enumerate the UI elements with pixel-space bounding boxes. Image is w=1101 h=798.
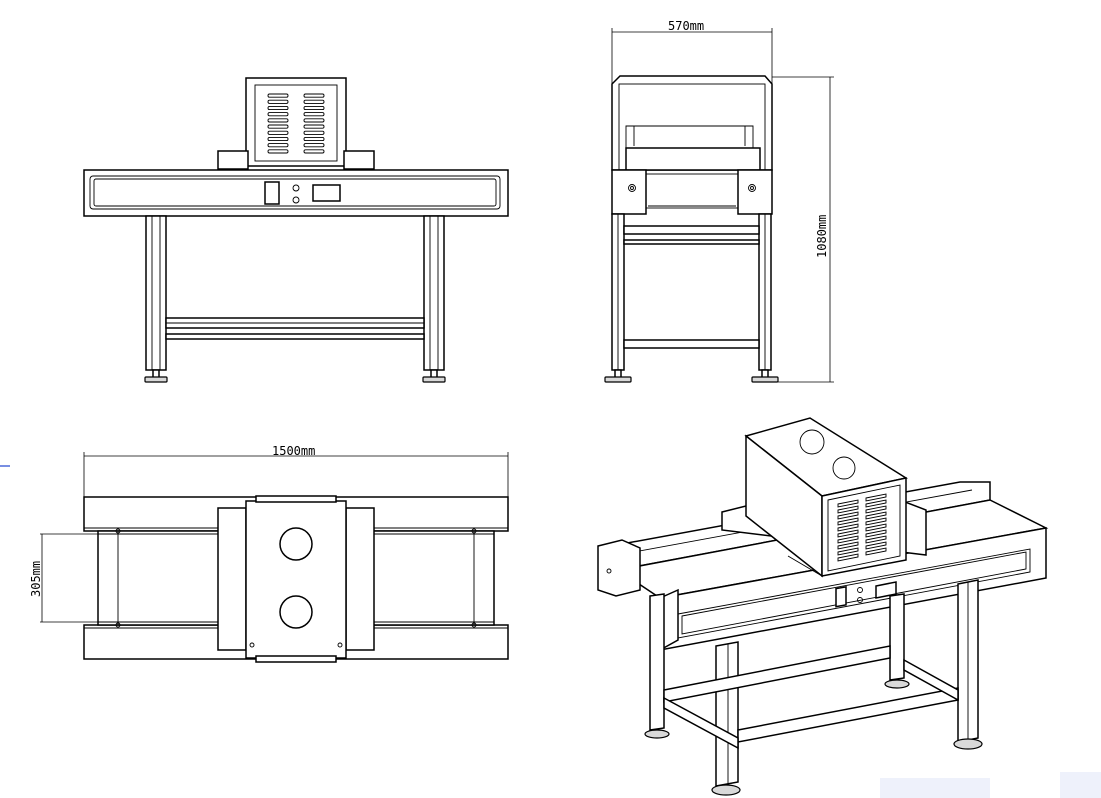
vent-slot <box>837 547 859 556</box>
vent-slot <box>837 535 859 544</box>
vent-slot <box>303 130 325 135</box>
vent-slot <box>865 541 887 550</box>
vent-slot <box>267 105 289 111</box>
vent-slot <box>837 523 859 532</box>
watermark <box>880 772 1101 798</box>
vent-slot <box>303 149 325 154</box>
vent-slot <box>267 130 289 135</box>
side-view: 570mm 1080mm <box>604 19 834 383</box>
vent-slot <box>303 118 325 123</box>
vent-slot <box>865 535 887 544</box>
vent-slot <box>837 511 859 520</box>
vent-slot <box>865 529 887 538</box>
control-panel-display <box>264 181 280 205</box>
vent-slot <box>303 136 325 142</box>
vent-slot <box>267 93 289 98</box>
vent-slot <box>267 112 289 117</box>
indicator-light <box>292 184 300 192</box>
vent-slot <box>267 136 289 142</box>
vent-slot <box>837 505 859 514</box>
vent-slot <box>303 99 325 104</box>
indicator-light <box>292 196 300 204</box>
vent-slot <box>837 553 859 562</box>
control-panel-meter <box>312 184 341 202</box>
isometric-view <box>597 417 1049 796</box>
vent-slot <box>837 529 859 538</box>
dimension-label-length: 1500mm <box>272 444 315 458</box>
vent-slot <box>865 511 887 520</box>
dimension-label-belt-width: 305mm <box>29 561 43 597</box>
vent-slot <box>837 541 859 550</box>
vent-slot <box>837 499 859 508</box>
vent-slot <box>303 124 325 129</box>
vent-slot <box>865 517 887 526</box>
dimension-height: 1080mm <box>772 76 834 383</box>
vent-slot <box>837 517 859 526</box>
dimension-label-height: 1080mm <box>815 215 829 258</box>
vent-slot <box>267 99 289 104</box>
dimension-label-width: 570mm <box>668 19 704 33</box>
vent-slots <box>837 493 887 562</box>
vent-slot <box>267 143 289 148</box>
dimension-length: 1500mm <box>83 444 509 500</box>
vent-slot <box>267 118 289 123</box>
vent-slot <box>865 547 887 556</box>
dimension-width: 570mm <box>611 19 773 84</box>
vent-slot <box>865 499 887 508</box>
vent-slot <box>865 505 887 514</box>
vent-slot <box>267 124 289 129</box>
vent-slot <box>303 93 325 98</box>
top-view: 1500mm 305mm <box>0 444 509 663</box>
dimension-belt-width: 305mm <box>29 533 100 623</box>
vent-slot <box>303 112 325 117</box>
vent-slot <box>303 143 325 148</box>
front-view <box>83 77 509 383</box>
vent-slot <box>865 523 887 532</box>
vent-slot <box>267 149 289 154</box>
vent-slot <box>865 493 887 502</box>
vent-slot <box>303 105 325 111</box>
vent-slots <box>267 93 325 154</box>
